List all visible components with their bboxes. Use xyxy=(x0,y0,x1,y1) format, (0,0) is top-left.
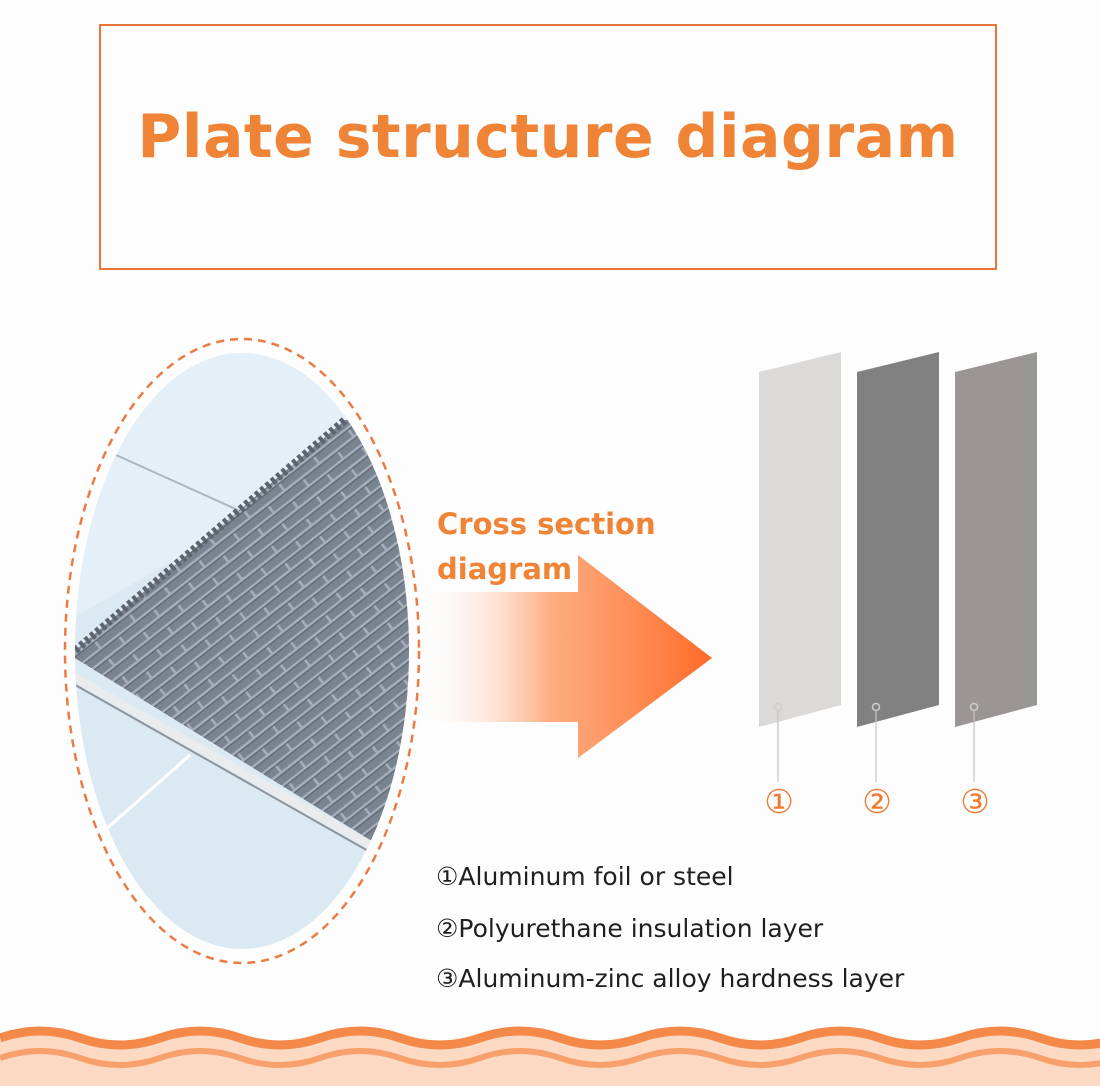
layer-number-3: ③ xyxy=(960,782,990,821)
layer-number-1: ① xyxy=(764,782,794,821)
panel-photo xyxy=(75,353,409,949)
legend-item-1: ①Aluminum foil or steel xyxy=(436,862,734,891)
layer-number-2: ② xyxy=(862,782,892,821)
legend-item-2: ②Polyurethane insulation layer xyxy=(436,914,824,943)
layer-marker-dot-1 xyxy=(773,702,783,712)
bottom-wave-stripe-2 xyxy=(0,1048,1100,1068)
cross-section-label-line-1: Cross section xyxy=(437,507,656,541)
bottom-wave xyxy=(0,1033,1100,1086)
legend-item-3: ③Aluminum-zinc alloy hardness layer xyxy=(436,964,905,993)
cross-section-label-line-2: diagram xyxy=(437,552,573,586)
cross-section-arrow xyxy=(418,555,712,758)
layer-plate-1 xyxy=(759,352,841,727)
layer-plate-2 xyxy=(857,352,939,727)
layer-plate-3 xyxy=(955,352,1037,727)
cross-section-label: Cross section diagram xyxy=(437,502,677,592)
bottom-wave-stripe xyxy=(0,1026,1100,1050)
title-box: Plate structure diagram xyxy=(99,24,997,270)
layer-marker-dot-2 xyxy=(871,702,881,712)
layer-plates xyxy=(759,352,1037,782)
diagram-title: Plate structure diagram xyxy=(137,102,959,172)
layer-marker-dot-3 xyxy=(969,702,979,712)
